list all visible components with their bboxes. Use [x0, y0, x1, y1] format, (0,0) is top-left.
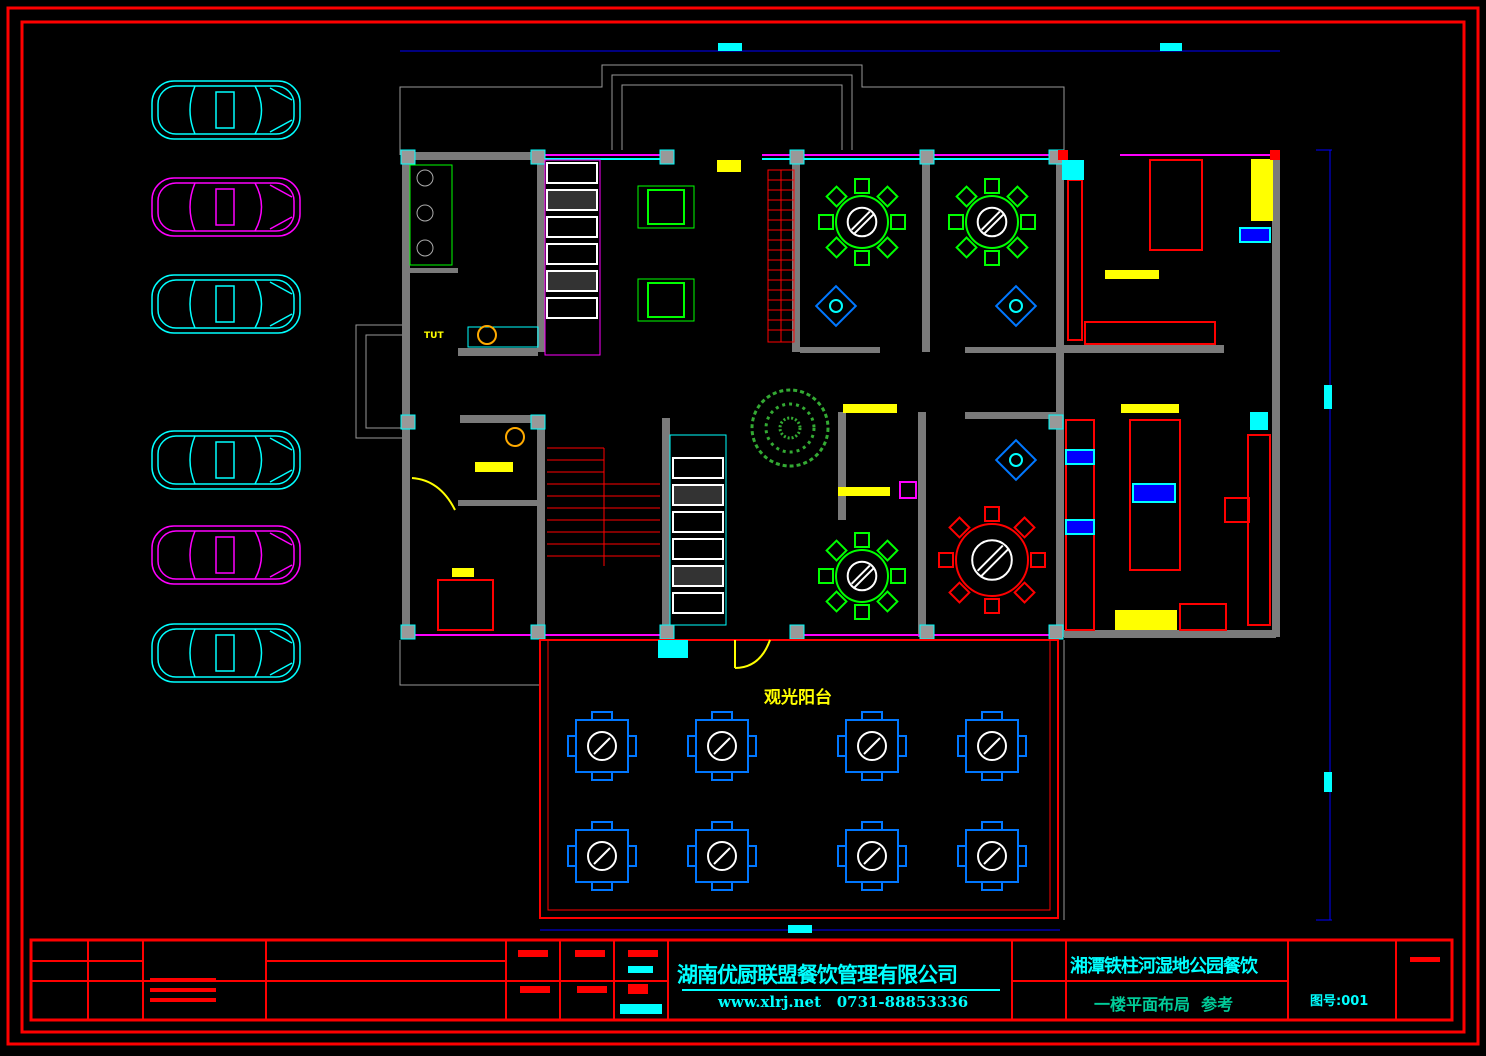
small-room-label: TUT [424, 331, 444, 341]
square-dining-table [837, 821, 907, 891]
dimension-lines [400, 43, 1332, 933]
title-block [29, 938, 1454, 1022]
balcony-label: 观光阳台 [764, 688, 832, 708]
small-table [994, 438, 1038, 482]
small-table [994, 284, 1038, 328]
round-tables [567, 178, 1046, 891]
kitchen-equipment [1065, 159, 1273, 631]
drawing-number: 图号:001 [1310, 994, 1369, 1009]
booth-frame [544, 159, 601, 356]
booth-seat [546, 162, 598, 184]
booth-seat [546, 189, 598, 211]
square-dining-table [567, 821, 637, 891]
car [151, 177, 301, 237]
project-name: 湘潭铁柱河湿地公园餐饮 [1070, 956, 1258, 977]
booth-seat [672, 592, 724, 614]
booth-seat [672, 565, 724, 587]
booth-seat [672, 457, 724, 479]
walls [402, 152, 1280, 638]
building-outline [355, 64, 1065, 920]
booth-seating [544, 159, 727, 626]
square-tables [637, 185, 917, 499]
grid-screen [767, 169, 795, 343]
car [151, 623, 301, 683]
round-table [948, 178, 1036, 266]
square-dining-table [567, 711, 637, 781]
booth-seat [546, 270, 598, 292]
square-dining-table [687, 711, 757, 781]
car [151, 80, 301, 140]
booth-seat [546, 243, 598, 265]
booth-seat [672, 538, 724, 560]
round-table [818, 532, 906, 620]
square-dining-table [957, 711, 1027, 781]
square-dining-table [837, 711, 907, 781]
small-table [814, 284, 858, 328]
drawing-frame [6, 6, 1480, 1046]
drawing-name: 一楼平面布局 参考 [1094, 995, 1234, 1014]
booth-frame [669, 434, 727, 626]
round-table [938, 506, 1046, 614]
staircase [547, 447, 660, 566]
square-dining-table [687, 821, 757, 891]
booth-seat [546, 297, 598, 319]
booth-seat [672, 511, 724, 533]
square-dining-table [957, 821, 1027, 891]
booth-seat [672, 484, 724, 506]
plant [750, 388, 830, 468]
car [151, 274, 301, 334]
balcony-railing [539, 639, 1059, 919]
car [151, 430, 301, 490]
company-contact: www.xlrj.net 0731-88853336 [718, 993, 969, 1011]
grid-screen-rungs [768, 179, 794, 331]
parking-cars [151, 80, 301, 683]
booth-seat [546, 216, 598, 238]
car [151, 525, 301, 585]
fixtures [409, 150, 1280, 669]
company-name: 湖南优厨联盟餐饮管理有限公司 [677, 963, 958, 987]
round-table [818, 178, 906, 266]
columns [400, 149, 1064, 640]
